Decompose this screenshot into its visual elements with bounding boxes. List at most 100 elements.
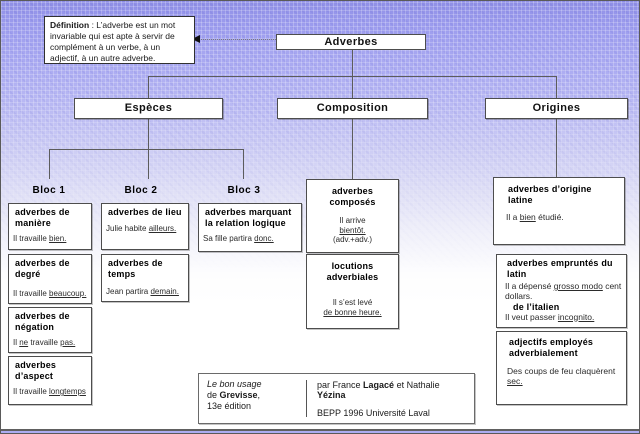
example-underlined: incognito.	[557, 311, 595, 322]
box-adjectifs-adverbialement: adjectifs employés adverbialement Des co…	[496, 331, 627, 405]
example-underlined: de bonne heure.	[323, 307, 382, 317]
definition-arrowhead-icon	[192, 35, 200, 43]
authors-text: par France	[317, 380, 364, 390]
box-title: adverbes d’aspect	[15, 360, 57, 381]
box-title: adverbes de lieu	[108, 207, 182, 217]
authors-text: et Nathalie	[394, 380, 440, 390]
example-underlined: sec.	[507, 376, 523, 386]
connector	[148, 76, 149, 98]
box-example: Sa fille partira donc.	[203, 234, 297, 244]
bloc3-label: Bloc 3	[227, 185, 261, 196]
node-composition: Composition	[277, 98, 428, 119]
example-text: Il s’est levé	[332, 298, 373, 307]
example-text: Julie habite	[106, 223, 149, 233]
example-underlined: longtemps	[49, 387, 86, 396]
node-adverbes-label: Adverbes	[324, 36, 378, 48]
definition-text: : L’adverbe est un mot invariable qui es…	[50, 20, 176, 63]
example-underlined: bien.	[49, 234, 67, 243]
box-adverbes-temps: adverbes de temps Jean partira demain.	[101, 254, 189, 302]
connector	[352, 49, 353, 98]
connector	[49, 149, 244, 150]
box-example: Jean partira demain.	[106, 287, 184, 297]
definition-arrow-line	[198, 39, 276, 40]
box-example: Il a bien étudié.	[506, 212, 618, 223]
box-example: Il travaille bien.	[13, 234, 87, 244]
example-text: Il	[13, 338, 20, 347]
authors-line: par France Lagacé et Nathalie Yézina	[317, 380, 470, 400]
box-locutions-adverbiales: locutions adverbiales Il s’est levé de b…	[306, 254, 399, 329]
author-name: Yézina	[317, 390, 346, 400]
example-underlined: ne	[19, 338, 29, 347]
box-example: Il veut passer incognito.	[505, 311, 622, 323]
box-example: Julie habite ailleurs.	[106, 224, 184, 234]
example-underlined: beaucoup.	[49, 289, 87, 298]
example-underlined: bientôt.	[339, 225, 366, 235]
definition-label: Définition	[50, 20, 90, 30]
connector	[148, 76, 557, 77]
example-text: Il arrive	[339, 216, 366, 225]
box-title: adverbes de manière	[15, 207, 70, 228]
credits-authors: par France Lagacé et Nathalie Yézina BEP…	[307, 374, 474, 423]
box-example: Il ne travaille pas.	[13, 338, 87, 348]
author-name: Lagacé	[363, 380, 395, 390]
example-text: Des coups de feu claquèrent	[507, 366, 616, 376]
example-text: Il travaille	[13, 387, 50, 396]
example-underlined: grosso modo	[553, 281, 603, 291]
box-title: adverbes de temps	[108, 258, 163, 279]
definition-box: Définition : L’adverbe est un mot invari…	[44, 16, 195, 64]
source-edition: 13e édition	[207, 401, 252, 411]
box-title: adverbes empruntés du latin	[507, 258, 613, 279]
source-text: ,	[257, 390, 261, 400]
node-composition-label: Composition	[316, 102, 389, 114]
connector	[556, 76, 557, 98]
box-adverbes-lieu: adverbes de lieu Julie habite ailleurs.	[101, 203, 189, 250]
box-title: adverbes de négation	[15, 311, 70, 332]
connector	[243, 149, 244, 179]
source-title: Le bon usage	[207, 379, 262, 389]
box-adverbes-origine-latine: adverbes d’origine latine Il a bien étud…	[493, 177, 625, 245]
credits-source: Le bon usage de Grevisse, 13e édition	[199, 374, 306, 423]
box-example: Des coups de feu claquèrent sec.	[507, 366, 620, 386]
connector	[148, 149, 149, 179]
example-underlined: ailleurs.	[148, 223, 177, 233]
box-adverbes-maniere: adverbes de manière Il travaille bien.	[8, 203, 92, 250]
box-title: adjectifs employés adverbialement	[509, 337, 594, 358]
example-text: Il travaille	[13, 289, 50, 298]
example-text: (adv.+adv.)	[332, 235, 373, 244]
connector	[148, 119, 149, 150]
example-text: étudié.	[535, 212, 564, 222]
source-author-line: de Grevisse,	[207, 390, 302, 401]
box-example: Il travaille longtemps	[13, 387, 87, 397]
org-line: BEPP 1996 Université Laval	[317, 408, 430, 418]
example-text: travaille	[28, 338, 61, 347]
example-text: Il a dépensé	[505, 281, 554, 291]
box-example: Il a dépensé grosso modo cent dollars.	[505, 281, 622, 301]
box-adverbes-composes: adverbes composés Il arrive bientôt. (ad…	[306, 179, 399, 253]
example-underlined: demain.	[150, 287, 179, 296]
node-especes: Espèces	[74, 98, 223, 119]
node-especes-label: Espèces	[124, 102, 173, 114]
node-origines-label: Origines	[532, 102, 581, 114]
box-subtitle: de l’italien	[513, 302, 560, 312]
box-title: adverbes marquant la relation logique	[205, 207, 292, 228]
example-underlined: donc.	[254, 234, 274, 243]
box-adverbes-relation-logique: adverbes marquant la relation logique Sa…	[198, 203, 302, 252]
box-title: locutions adverbiales	[326, 261, 379, 282]
example-text: Jean partira	[106, 287, 151, 296]
bottom-border-line	[1, 429, 639, 431]
node-origines: Origines	[485, 98, 628, 119]
box-title: adverbes composés	[329, 186, 376, 207]
connector	[556, 119, 557, 177]
box-adverbes-degre: adverbes de degré Il travaille beaucoup.	[8, 254, 92, 304]
box-adverbes-aspect: adverbes d’aspect Il travaille longtemps	[8, 356, 92, 405]
credits-divider	[306, 380, 307, 417]
bloc1-label: Bloc 1	[32, 185, 66, 196]
bloc2-label: Bloc 2	[124, 185, 158, 196]
example-underlined: pas.	[60, 338, 76, 347]
box-adverbes-negation: adverbes de négation Il ne travaille pas…	[8, 307, 92, 353]
box-title: adverbes de degré	[15, 258, 70, 279]
credits-box: Le bon usage de Grevisse, 13e édition pa…	[198, 373, 475, 424]
box-example: Il s’est levé de bonne heure.	[311, 298, 394, 317]
box-title: adverbes d’origine latine	[508, 184, 592, 205]
